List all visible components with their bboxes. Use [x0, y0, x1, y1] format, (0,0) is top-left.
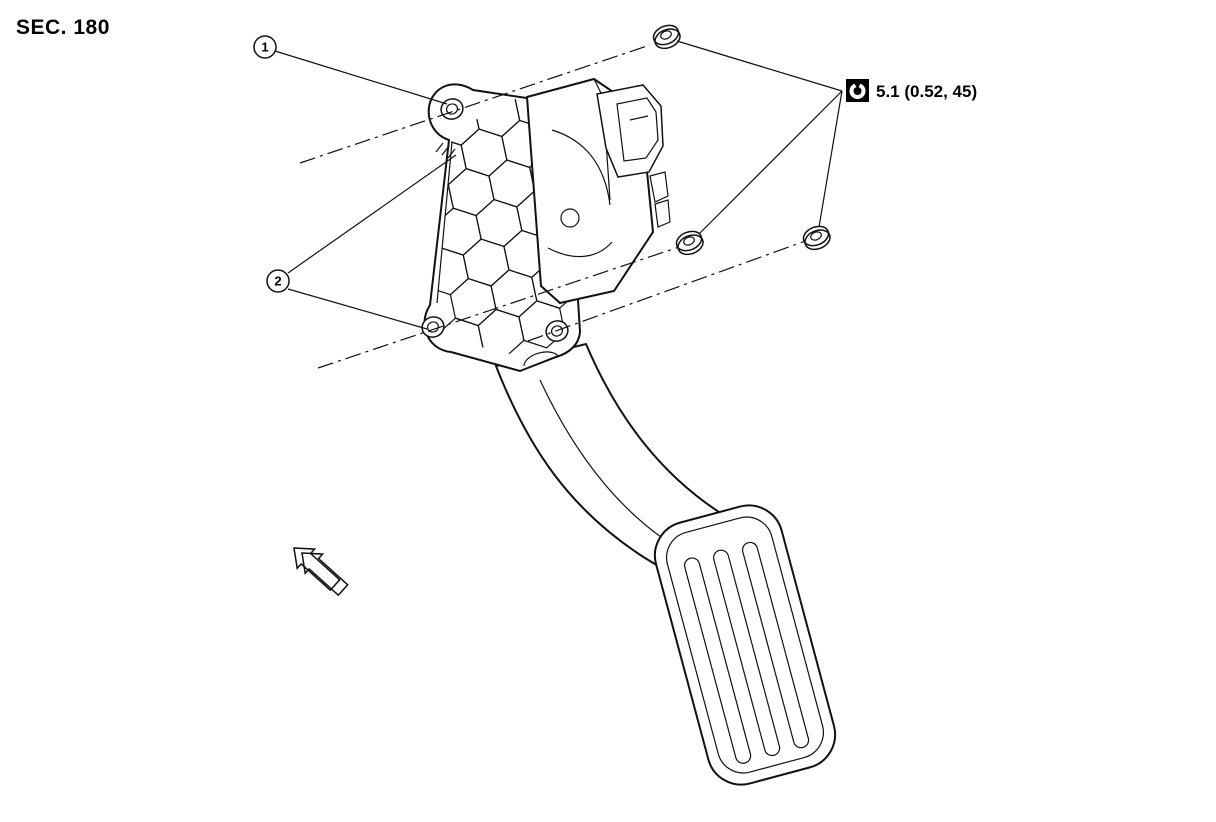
- pedal-sensor-housing: [525, 77, 671, 305]
- callout-1-number: 1: [261, 40, 268, 55]
- nut-lower-right: [799, 222, 834, 254]
- sensor-mount-tabs: [649, 171, 671, 228]
- sensor-connector: [596, 84, 664, 178]
- callout-leader-lines: [274, 40, 843, 330]
- pedal-arm-contour-line: [539, 379, 669, 543]
- callout-2-bubble: 2: [266, 269, 290, 293]
- leader-line-callout-1: [274, 50, 448, 105]
- leader-line-callout-2a: [287, 154, 457, 274]
- bolt-hole-lower-left: [421, 316, 445, 338]
- bracket-hatch-marks: [435, 142, 456, 159]
- leader-line-torque-upper: [676, 40, 843, 92]
- leader-line-callout-2b: [287, 288, 428, 330]
- callout-2-number: 2: [274, 274, 281, 289]
- axis-line-lower-left: [317, 239, 701, 369]
- front-direction-arrow: [293, 547, 349, 596]
- callout-1-bubble: 1: [253, 35, 277, 59]
- leader-line-torque-middle: [698, 90, 843, 235]
- leader-line-torque-right: [818, 90, 843, 228]
- pedal-pad: [653, 504, 837, 786]
- axis-line-lower-right: [527, 234, 823, 342]
- torque-value: 5.1 (0.52, 45): [876, 82, 977, 101]
- pedal-assembly-illustration: [421, 77, 837, 786]
- nut-upper: [649, 21, 684, 53]
- bracket-pivot-arc: [523, 351, 559, 367]
- section-label: SEC. 180: [16, 16, 110, 39]
- bolt-axis-centerlines: [299, 44, 823, 369]
- axis-line-upper: [299, 44, 651, 164]
- torque-spec: 5.1 (0.52, 45): [846, 79, 977, 102]
- torque-wrench-icon: [846, 79, 869, 102]
- pedal-pad-ribs: [684, 541, 810, 764]
- bracket-edge-thickness-line: [436, 141, 453, 304]
